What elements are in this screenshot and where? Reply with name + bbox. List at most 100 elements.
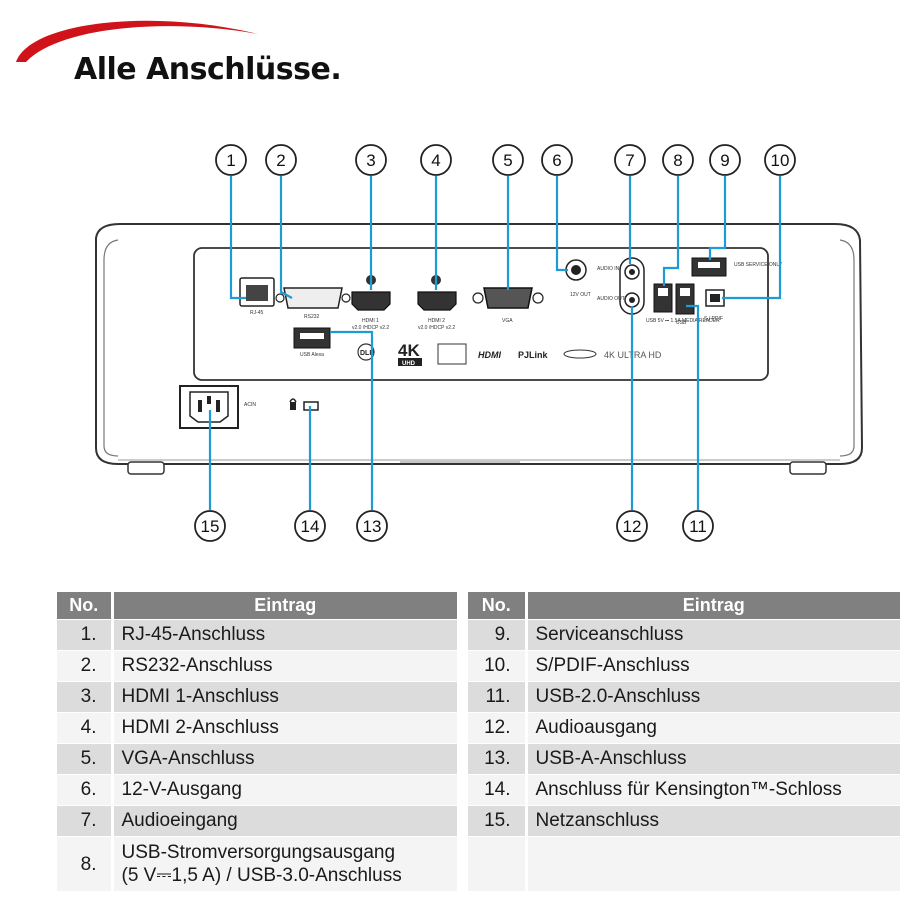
row-number	[468, 836, 528, 891]
callout-8: 8	[662, 144, 694, 176]
row-entry: VGA-Anschluss	[112, 743, 457, 775]
page-title: Alle Anschlüsse.	[74, 52, 342, 87]
callout-3: 3	[355, 144, 387, 176]
logo-pjlink: PJLink	[518, 350, 549, 360]
svg-text:8: 8	[673, 151, 682, 170]
table-row: 3.HDMI 1-Anschluss	[57, 681, 457, 713]
table-row: 2.RS232-Anschluss	[57, 650, 457, 682]
usb-service-label: USB SERVICE ONLY	[734, 262, 783, 268]
row-number: 11.	[468, 681, 528, 713]
row-entry: HDMI 1-Anschluss	[112, 681, 457, 713]
row-number: 4.	[57, 712, 114, 744]
table-row	[468, 836, 900, 891]
row-entry: Audioausgang	[526, 712, 900, 744]
callout-5: 5	[492, 144, 524, 176]
hdmi1-label: HDMI 1	[362, 318, 379, 324]
row-entry: RS232-Anschluss	[112, 650, 457, 682]
row-number: 3.	[57, 681, 114, 713]
row-entry: USB-A-Anschluss	[526, 743, 900, 775]
callout-1: 1	[215, 144, 247, 176]
callout-10: 10	[764, 144, 796, 176]
callout-9: 9	[709, 144, 741, 176]
svg-text:1: 1	[226, 151, 235, 170]
table-header: No. Eintrag	[468, 592, 900, 620]
row-number: 10.	[468, 650, 528, 682]
row-entry: 12-V-Ausgang	[112, 774, 457, 806]
table-row: 10.S/PDIF-Anschluss	[468, 650, 900, 682]
row-entry: RJ-45-Anschluss	[112, 619, 457, 651]
header-no: No.	[57, 592, 114, 620]
row-number: 5.	[57, 743, 114, 775]
table-header: No. Eintrag	[57, 592, 457, 620]
audio-ports: AUDIO IN AUDIO OUT	[597, 257, 645, 315]
table-row: 5.VGA-Anschluss	[57, 743, 457, 775]
callout-2: 2	[265, 144, 297, 176]
hdmi1-sublabel: v2.0 /HDCP v2.2	[352, 325, 389, 331]
callout-15: 15	[194, 510, 226, 542]
rj45-label: RJ-45	[250, 310, 264, 316]
header-entry: Eintrag	[112, 592, 457, 620]
svg-text:13: 13	[363, 517, 382, 536]
legend-table-right: No. Eintrag 9.Serviceanschluss 10.S/PDIF…	[468, 592, 900, 891]
svg-text:14: 14	[301, 517, 320, 536]
row-number: 6.	[57, 774, 114, 806]
svg-text:15: 15	[201, 517, 220, 536]
header-entry: Eintrag	[526, 592, 900, 620]
foot-left	[127, 461, 165, 475]
logo-hdmi: HDMI	[478, 350, 501, 360]
callout-7: 7	[614, 144, 646, 176]
callout-lines	[208, 176, 782, 510]
callout-6: 6	[541, 144, 573, 176]
logo-4k: 4K	[398, 341, 420, 360]
usb-a-port: USB Alexa	[293, 327, 331, 358]
ac-power-inlet: ACIN	[179, 385, 256, 429]
table-row: 7.Audioeingang	[57, 805, 457, 837]
hdmi2-sublabel: v2.0 /HDCP v2.2	[418, 325, 455, 331]
svg-text:4: 4	[431, 151, 440, 170]
row-number: 12.	[468, 712, 528, 744]
audio-in-label: AUDIO IN	[597, 266, 620, 272]
crestron-logo	[563, 349, 597, 359]
row-entry: Netzanschluss	[526, 805, 900, 837]
legend-table-left: No. Eintrag 1.RJ-45-Anschluss 2.RS232-An…	[57, 592, 457, 891]
svg-text:6: 6	[552, 151, 561, 170]
row-entry: Audioeingang	[112, 805, 457, 837]
row-entry: USB-2.0-Anschluss	[526, 681, 900, 713]
row-number: 15.	[468, 805, 528, 837]
acin-label: ACIN	[244, 402, 256, 408]
row-number: 14.	[468, 774, 528, 806]
callout-11: 11	[682, 510, 714, 542]
rj45-port: RJ-45	[239, 277, 275, 316]
callout-12: 12	[616, 510, 648, 542]
svg-text:12: 12	[623, 517, 642, 536]
row-entry: Anschluss für Kensington™-Schloss	[526, 774, 900, 806]
row-number: 7.	[57, 805, 114, 837]
usb-power-label: USB 5V ⎓ 1.5A MEDIA READER	[646, 318, 720, 324]
row-entry-line2: (5 V⎓1,5 A) / USB-3.0-Anschluss	[121, 865, 402, 886]
callout-14: 14	[294, 510, 326, 542]
callout-13: 13	[356, 510, 388, 542]
table-row: 4.HDMI 2-Anschluss	[57, 712, 457, 744]
svg-text:2: 2	[276, 151, 285, 170]
usb2-label: USB	[676, 320, 687, 326]
table-row: 8.USB-Stromversorgungsausgang(5 V⎓1,5 A)…	[57, 836, 457, 891]
svg-text:3: 3	[366, 151, 375, 170]
row-entry: S/PDIF-Anschluss	[526, 650, 900, 682]
table-row: 15.Netzanschluss	[468, 805, 900, 837]
row-number: 2.	[57, 650, 114, 682]
callout-markers: 1 2 3 4 5 6 7 8 9 10 11 12 13 14 15	[194, 144, 796, 542]
row-entry: Serviceanschluss	[526, 619, 900, 651]
row-number: 8.	[57, 836, 114, 891]
table-row: 14.Anschluss für Kensington™-Schloss	[468, 774, 900, 806]
row-entry-line1: USB-Stromversorgungsausgang	[121, 842, 396, 863]
spdif-port: S / PDIF	[704, 289, 725, 322]
table-row: 13.USB-A-Anschluss	[468, 743, 900, 775]
row-entry	[526, 836, 900, 891]
svg-text:9: 9	[720, 151, 729, 170]
svg-text:5: 5	[503, 151, 512, 170]
table-row: 11.USB-2.0-Anschluss	[468, 681, 900, 713]
row-number: 13.	[468, 743, 528, 775]
row-number: 9.	[468, 619, 528, 651]
row-entry: USB-Stromversorgungsausgang(5 V⎓1,5 A) /…	[112, 836, 457, 891]
callout-4: 4	[420, 144, 452, 176]
